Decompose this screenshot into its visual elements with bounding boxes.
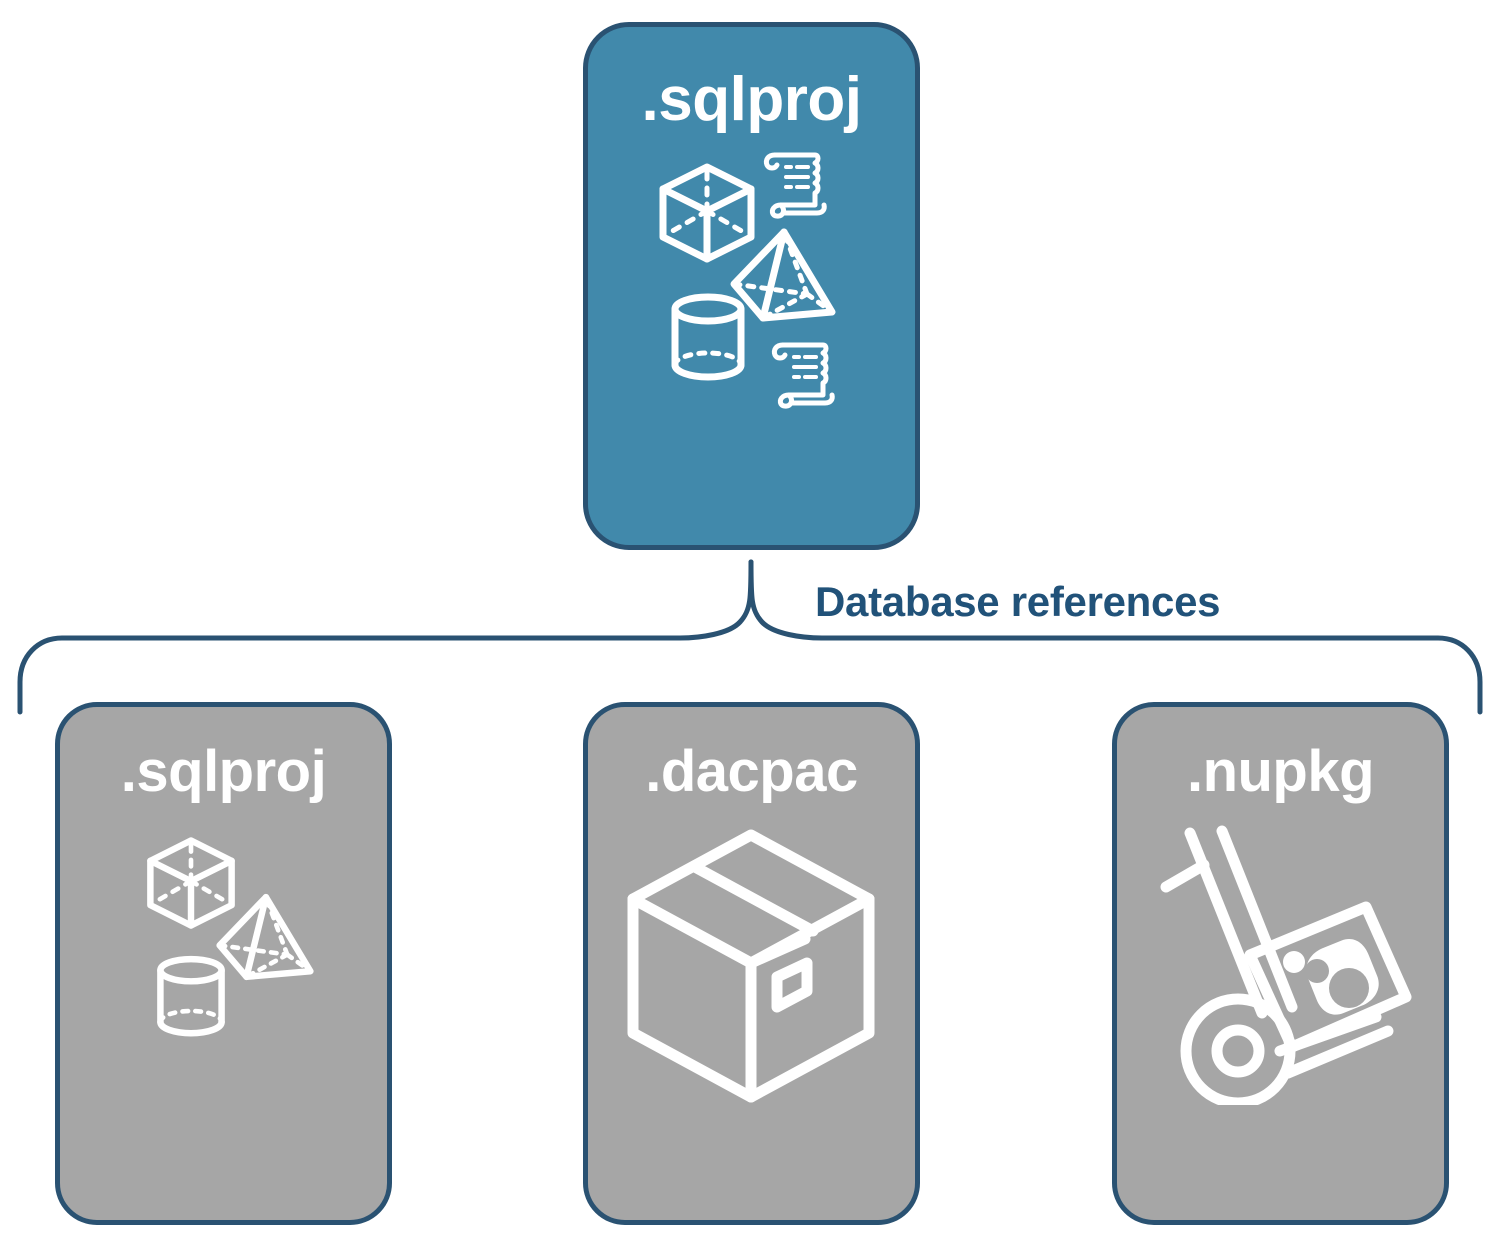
child-card-title-nupkg: .nupkg <box>1186 739 1375 804</box>
root-card-icon-cluster <box>583 141 920 441</box>
pyramid-icon <box>730 228 836 322</box>
cylinder-icon <box>671 293 745 381</box>
hand-truck-icon <box>1160 825 1412 1105</box>
child-card-dacpac[interactable]: .dacpac <box>583 702 920 1225</box>
cube-icon <box>659 163 755 263</box>
database-references-brace <box>17 559 1483 715</box>
database-references-label: Database references <box>815 578 1221 625</box>
shipping-box-icon <box>627 829 875 1103</box>
scroll-icon <box>771 342 835 409</box>
child-card-title-sqlproj: .sqlproj <box>120 739 327 804</box>
child-card-icon-cluster-sqlproj <box>55 801 392 1220</box>
cylinder-icon <box>157 955 225 1037</box>
cube-icon <box>147 837 235 929</box>
child-card-icon-cluster-nupkg <box>1112 801 1449 1220</box>
pyramid-icon <box>216 893 314 981</box>
child-card-title-dacpac: .dacpac <box>645 739 858 804</box>
root-card-title: .sqlproj <box>641 65 862 134</box>
child-card-icon-cluster-dacpac <box>583 801 920 1220</box>
root-card-sqlproj[interactable]: .sqlproj <box>583 22 920 550</box>
child-card-nupkg[interactable]: .nupkg <box>1112 702 1449 1225</box>
scroll-icon <box>763 152 827 219</box>
child-card-sqlproj[interactable]: .sqlproj <box>55 702 392 1225</box>
